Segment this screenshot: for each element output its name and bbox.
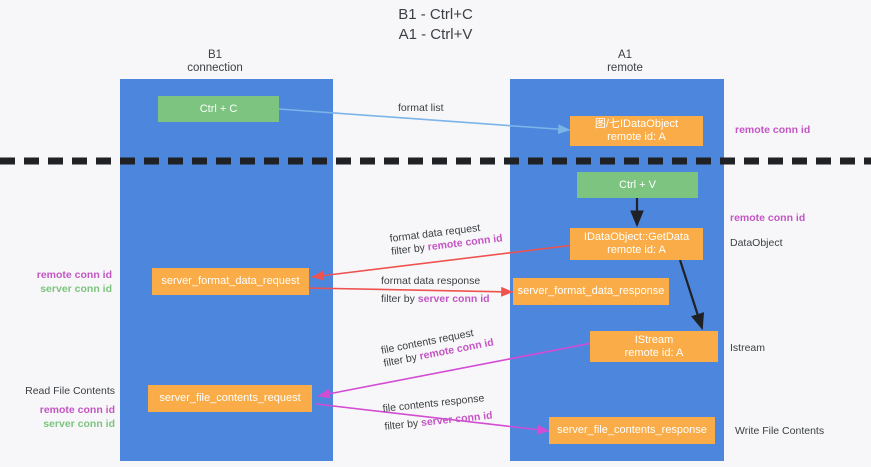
filter-key-server-conn-id: server conn id [420, 409, 494, 429]
node-idataobject-getdata[interactable]: IDataObject::GetData remote id: A [570, 228, 703, 260]
page-title: B1 - Ctrl+C A1 - Ctrl+V [0, 5, 871, 45]
node-idataobject-line-1: 图/七IDataObject [594, 118, 679, 130]
column-header-a1-sub: remote [607, 62, 643, 74]
annotation-right-dataobject: DataObject [730, 237, 783, 249]
annotation-left-server-conn-mid: server conn id [40, 283, 112, 295]
title-line-1: B1 - Ctrl+C [398, 6, 473, 23]
node-server-format-data-request[interactable]: server_format_data_request [152, 268, 309, 295]
annotation-left-read-file-contents: Read File Contents [25, 385, 115, 397]
node-istream[interactable]: IStream remote id: A [590, 331, 718, 362]
node-server-file-contents-response[interactable]: server_file_contents_response [549, 417, 715, 444]
edge-label-file-contents-request: file contents request filter by remote c… [380, 324, 495, 371]
edge-label-format-list-text: format list [398, 102, 444, 114]
node-ctrl-v-label: Ctrl + V [619, 178, 656, 191]
node-server-file-contents-response-label: server_file_contents_response [557, 424, 707, 436]
node-ctrl-v[interactable]: Ctrl + V [577, 172, 698, 198]
node-ctrl-c[interactable]: Ctrl + C [158, 96, 279, 122]
edge-label-format-data-response-filter: filter by server conn id [381, 293, 490, 306]
node-ctrl-c-label: Ctrl + C [199, 102, 238, 115]
edge-label-file-contents-response: file contents response filter by server … [382, 392, 493, 434]
title-line-2: A1 - Ctrl+V [398, 26, 473, 43]
annotation-right-remote-conn-mid: remote conn id [730, 212, 806, 224]
edge-label-format-data-response: format data response filter by server co… [381, 275, 490, 306]
filter-prefix: filter by [383, 417, 422, 433]
filter-prefix: filter by [381, 293, 418, 305]
annotation-right-remote-conn-top: remote conn id [735, 124, 811, 136]
node-idataobject-line-2: remote id: A [607, 131, 666, 143]
node-server-file-contents-request[interactable]: server_file_contents_request [148, 385, 312, 412]
node-idataobject-getdata-line-1: IDataObject::GetData [583, 231, 690, 243]
annotation-left-remote-conn-mid: remote conn id [36, 269, 112, 281]
annotation-right-istream: Istream [730, 342, 766, 354]
edge-label-format-list: format list [398, 102, 444, 115]
node-server-format-data-request-label: server_format_data_request [161, 275, 300, 287]
annotation-left-server-conn-bottom: server conn id [43, 418, 115, 430]
column-header-b1-name: B1 [207, 49, 223, 61]
node-istream-line-1: IStream [634, 333, 674, 346]
node-server-file-contents-request-label: server_file_contents_request [159, 392, 301, 404]
column-header-a1: A1 remote [565, 49, 685, 75]
node-idataobject[interactable]: 图/七IDataObject remote id: A [570, 116, 703, 146]
edge-label-format-data-response-main: format data response [381, 275, 481, 287]
node-idataobject-getdata-line-2: remote id: A [607, 244, 666, 256]
node-istream-line-2: remote id: A [624, 346, 684, 359]
column-header-b1-sub: connection [187, 62, 243, 74]
node-server-format-data-response-label: server_format_data_response [517, 285, 665, 297]
edge-label-format-data-request: format data request filter by remote con… [389, 219, 503, 258]
node-server-format-data-response[interactable]: server_format_data_response [513, 278, 669, 305]
annotation-right-write-file-contents: Write File Contents [735, 425, 825, 437]
column-header-a1-name: A1 [617, 49, 633, 61]
filter-key-server-conn-id: server conn id [417, 293, 490, 305]
column-header-b1: B1 connection [155, 49, 275, 75]
annotation-left-remote-conn-bottom: remote conn id [39, 404, 115, 416]
